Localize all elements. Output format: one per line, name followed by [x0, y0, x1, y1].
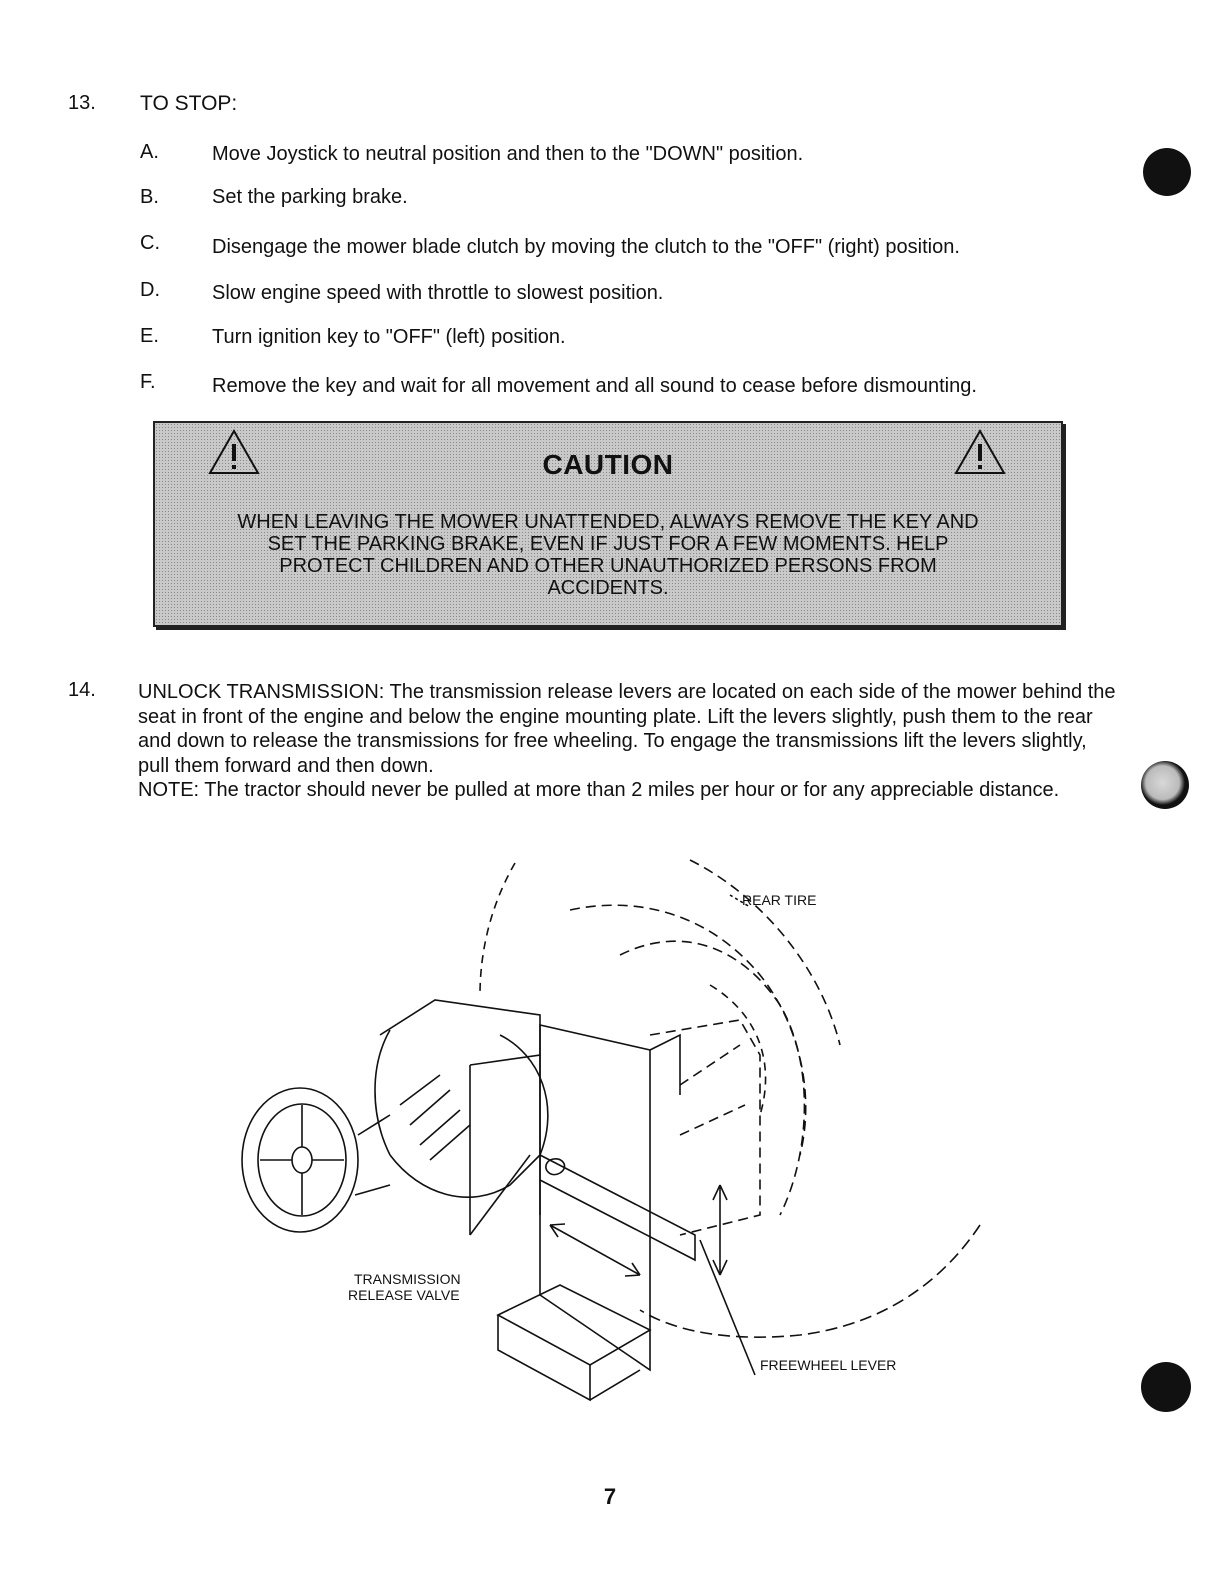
step-f-letter: F.: [140, 371, 156, 393]
step-d-text: Slow engine speed with throttle to slowe…: [212, 282, 664, 304]
section-13-title: TO STOP:: [140, 92, 238, 115]
step-e-text: Turn ignition key to "OFF" (left) positi…: [212, 326, 566, 348]
step-b-text: Set the parking brake.: [212, 186, 408, 208]
caution-body: WHEN LEAVING THE MOWER UNATTENDED, ALWAY…: [237, 511, 979, 599]
caution-box: CAUTION WHEN LEAVING THE MOWER UNATTENDE…: [153, 421, 1063, 627]
step-d-letter: D.: [140, 279, 160, 301]
step-a-text: Move Joystick to neutral position and th…: [212, 143, 804, 165]
label-rear-tire: REAR TIRE: [742, 892, 817, 908]
warning-triangle-icon: [208, 428, 260, 474]
step-c-text: Disengage the mower blade clutch by movi…: [212, 236, 960, 258]
binder-hole: [1143, 148, 1191, 196]
step-b-letter: B.: [140, 186, 159, 208]
section-14-number: 14.: [68, 679, 96, 701]
caution-title: CAUTION: [542, 449, 674, 480]
label-freewheel-lever: FREEWHEEL LEVER: [760, 1357, 897, 1373]
section-14-text: UNLOCK TRANSMISSION: The transmission re…: [138, 681, 1116, 777]
label-release-valve: RELEASE VALVE: [348, 1287, 460, 1303]
binder-hole: [1141, 1362, 1191, 1412]
section-14-body: UNLOCK TRANSMISSION: The transmission re…: [138, 680, 1118, 803]
section-14-note: NOTE: The tractor should never be pulled…: [138, 779, 1060, 801]
section-13-number: 13.: [68, 92, 96, 114]
step-c-letter: C.: [140, 232, 160, 254]
binder-hole: [1141, 761, 1189, 809]
step-f-text: Remove the key and wait for all movement…: [212, 375, 977, 397]
page-number: 7: [603, 1484, 617, 1509]
warning-triangle-icon: [954, 428, 1006, 474]
step-a-letter: A.: [140, 141, 159, 163]
transmission-diagram: [241, 859, 981, 1402]
step-e-letter: E.: [140, 325, 159, 347]
label-transmission: TRANSMISSION: [354, 1271, 461, 1287]
